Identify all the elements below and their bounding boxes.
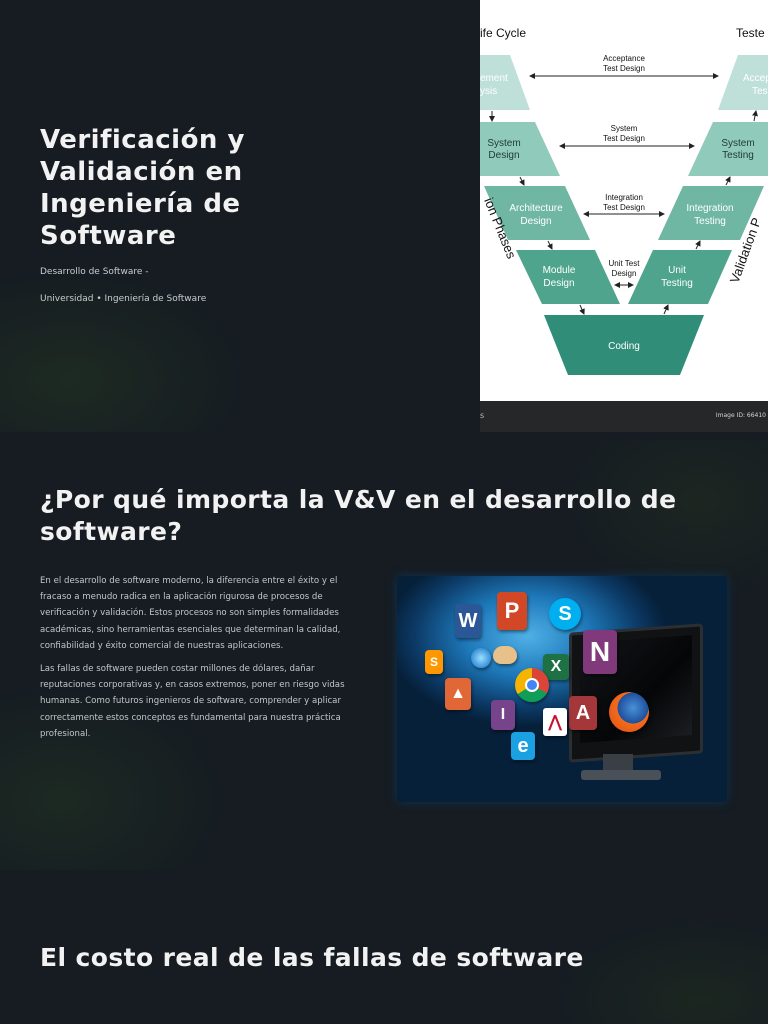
block-unit-testing	[628, 250, 732, 304]
onenote-icon: N	[583, 630, 617, 674]
excel-icon: X	[543, 654, 569, 680]
firefox-icon	[609, 692, 649, 732]
arrow-flow	[695, 240, 701, 250]
arrow-flow	[725, 176, 731, 186]
block-label: Unit	[668, 265, 686, 276]
block-integration-testing	[658, 186, 764, 240]
block-label: System	[487, 138, 520, 149]
monitor-base	[581, 770, 661, 780]
powerpoint-icon: P	[497, 592, 527, 630]
link-label: Test Design	[603, 134, 645, 143]
block-label: Design	[520, 216, 551, 227]
v-model-diagram: ife Cycle Teste ement ysis System Design…	[480, 0, 768, 432]
acrobat-icon: ⋀	[543, 708, 567, 736]
block-label: Tes	[752, 86, 768, 97]
link-label: Integration	[605, 193, 643, 202]
link-label: Acceptance	[603, 54, 645, 63]
arrow-flow	[752, 110, 758, 122]
link-label: Test Design	[603, 64, 645, 73]
subtitle-course: Desarrollo de Software -	[40, 267, 149, 277]
block-label: System	[721, 138, 754, 149]
diagram-right-title: Teste	[736, 26, 765, 40]
block-label: Design	[543, 278, 574, 289]
block-coding	[544, 315, 704, 375]
block-acceptance-testing	[718, 55, 768, 110]
block-label: ement	[480, 73, 508, 84]
link-label: Design	[612, 269, 637, 278]
why-vv-slide: ¿Por qué importa la V&V en el desarrollo…	[0, 440, 768, 870]
infopath-icon: I	[491, 700, 515, 730]
image-id: Image ID: 66410	[715, 412, 766, 419]
skype-icon: S	[549, 598, 581, 630]
block-label: Testing	[661, 278, 693, 289]
block-label: Design	[488, 150, 519, 161]
coding-label: Coding	[608, 341, 640, 352]
block-label: Testing	[694, 216, 726, 227]
arrow-flow	[519, 176, 525, 186]
section-heading: El costo real de las fallas de software	[40, 943, 584, 972]
arrow-flow	[663, 304, 669, 315]
block-module-design	[516, 250, 620, 304]
block-label: ysis	[480, 86, 497, 97]
link-label: Test Design	[603, 203, 645, 212]
monitor-stand	[603, 754, 633, 772]
title-slide: Verificación y Validación en Ingeniería …	[0, 0, 768, 432]
section-heading: ¿Por qué importa la V&V en el desarrollo…	[40, 485, 677, 546]
block-label: Module	[543, 265, 576, 276]
block-label: Accep	[743, 73, 768, 84]
word-icon: W	[455, 604, 481, 638]
arrow-flow	[547, 240, 553, 250]
arrow-flow	[579, 304, 585, 315]
block-label: Integration	[686, 203, 733, 214]
link-label: Unit Test	[609, 259, 641, 268]
chrome-icon	[515, 668, 549, 702]
software-applications-image: W P S N X A I e S ▲ ⋀	[397, 576, 727, 802]
subtitle-university: Universidad • Ingeniería de Software	[40, 294, 207, 304]
block-requirement-analysis	[480, 55, 530, 110]
palette-icon	[493, 646, 517, 664]
paragraph-2: Las fallas de software pueden costar mil…	[40, 664, 345, 739]
block-architecture-design	[484, 186, 590, 240]
access-icon: A	[569, 696, 597, 730]
block-label: Testing	[722, 150, 754, 161]
block-system-testing	[688, 122, 768, 176]
cost-slide: El costo real de las fallas de software	[0, 880, 768, 1024]
slide-title: Verificación y Validación en Ingeniería …	[40, 125, 245, 251]
image-footer: s Image ID: 66410	[480, 401, 768, 432]
block-label: Architecture	[509, 203, 563, 214]
internet-explorer-icon: e	[511, 732, 535, 760]
sublime-icon: S	[425, 650, 443, 674]
block-system-design	[480, 122, 560, 176]
diagram-left-title: ife Cycle	[480, 26, 526, 40]
matlab-icon: ▲	[445, 678, 471, 710]
footer-left-text: s	[480, 411, 485, 420]
itunes-icon	[471, 648, 491, 668]
link-label: System	[611, 124, 638, 133]
paragraph-1: En el desarrollo de software moderno, la…	[40, 576, 341, 651]
